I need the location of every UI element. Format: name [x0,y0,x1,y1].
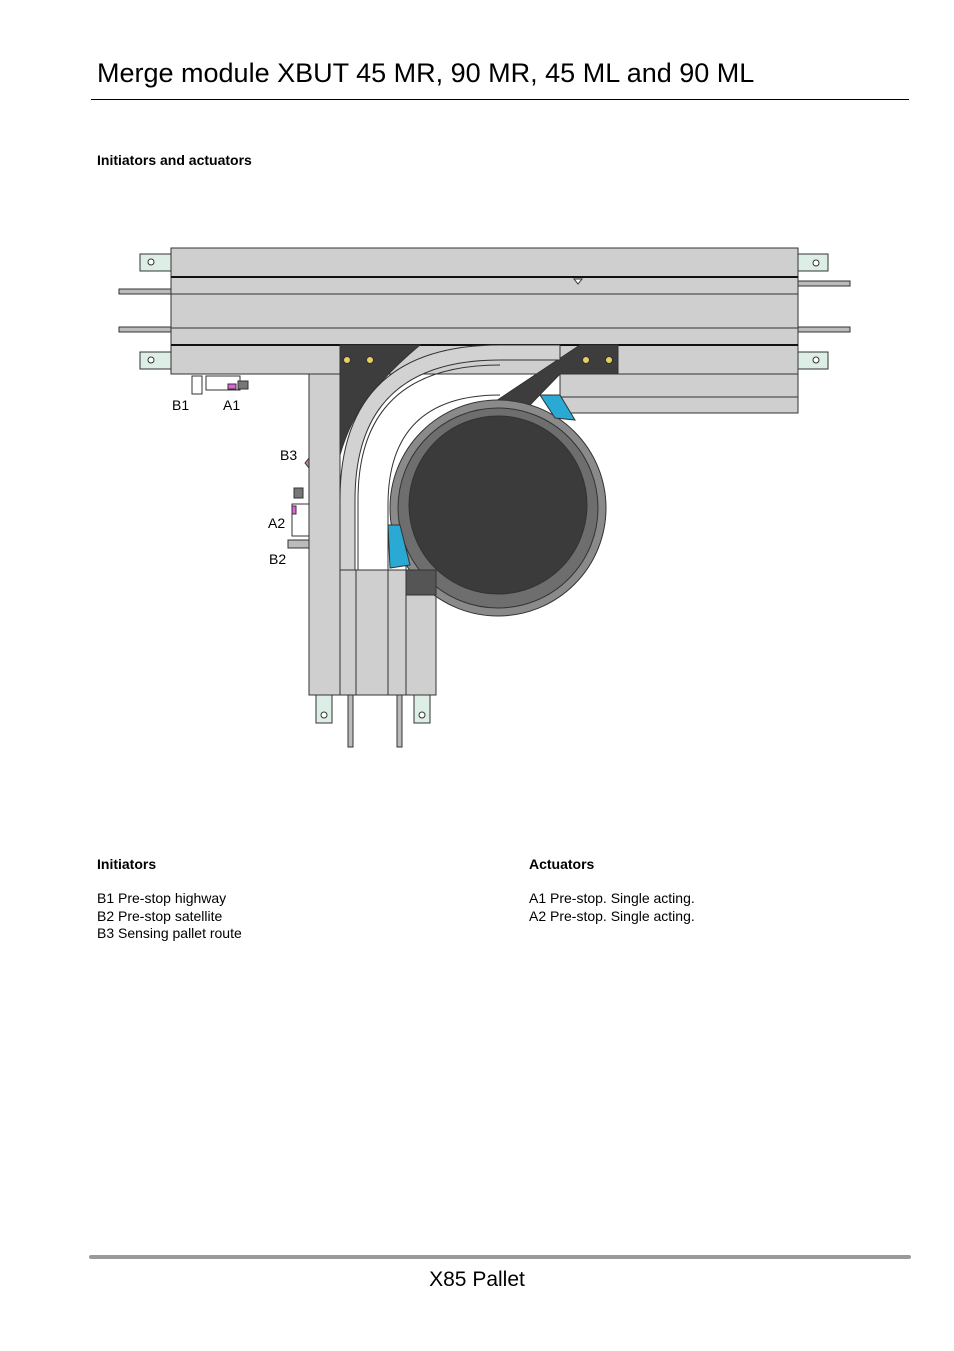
footer-title: X85 Pallet [429,1268,525,1291]
title-divider [91,99,909,100]
list-item: A1 Pre-stop. Single acting. [529,890,695,906]
sensor-b1 [191,375,203,395]
label-b3: B3 [280,447,298,463]
bracket-left-top [139,253,172,272]
label-b1: B1 [172,397,190,413]
bracket-left-bottom [139,351,172,370]
bracket-bottom-left [315,694,333,724]
bracket-bottom-right [413,694,431,724]
sensor-b3 [304,456,310,470]
initiators-heading: Initiators [97,856,157,872]
actuators-heading: Actuators [529,856,595,872]
list-item: B2 Pre-stop satellite [97,907,223,924]
list-item: A2 Pre-stop. Single acting. [529,907,695,924]
label-a2: A2 [268,515,286,531]
turntable-inner [408,415,588,595]
list-item: B1 Pre-stop highway [97,890,227,906]
sensor-b2 [287,539,310,549]
actuators-list: Actuators A1 Pre-stop. Single acting. A2… [529,856,695,925]
list-item: B3 Sensing pallet route [97,925,242,941]
page-title: Merge module XBUT 45 MR, 90 MR, 45 ML an… [97,58,755,88]
label-a1: A1 [223,397,241,413]
footer-divider [89,1255,911,1259]
label-b2: B2 [269,551,287,567]
curved-track [339,344,561,571]
section-heading: Initiators and actuators [97,152,252,168]
initiators-list: Initiators B1 Pre-stop highway B2 Pre-st… [97,856,242,943]
vertical-conveyor [308,373,341,696]
